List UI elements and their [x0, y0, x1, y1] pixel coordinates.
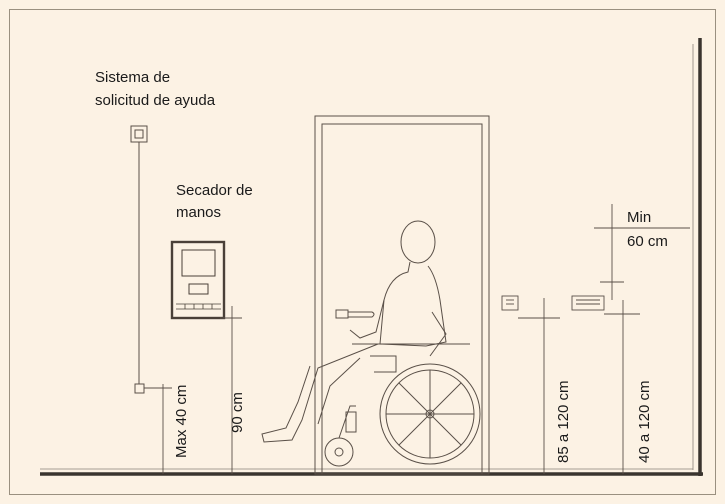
help-system-label-line1: Sistema de	[95, 69, 171, 86]
help-request-device	[130, 125, 160, 394]
dim-max-40-label: Max 40 cm	[173, 384, 190, 458]
dim-85-120-label: 85 a 120 cm	[555, 380, 572, 463]
dimension-lines-right	[518, 204, 690, 474]
hand-dryer-label-line1: Secador de	[176, 182, 253, 199]
diagram-frame	[9, 9, 716, 495]
hand-dryer-label-line2: manos	[176, 204, 222, 221]
dim-90-label: 90 cm	[229, 392, 246, 433]
hand-dryer-device	[170, 240, 226, 320]
door	[314, 115, 490, 475]
wheelchair-user	[261, 220, 481, 467]
min-label-line2: 60 cm	[627, 233, 668, 250]
dimension-lines-left	[155, 306, 242, 474]
min-label-line1: Min	[627, 209, 652, 226]
dim-40-120-label: 40 a 120 cm	[636, 380, 653, 463]
wall-switches	[501, 295, 605, 311]
help-system-label-line2: solicitud de ayuda	[95, 92, 216, 109]
